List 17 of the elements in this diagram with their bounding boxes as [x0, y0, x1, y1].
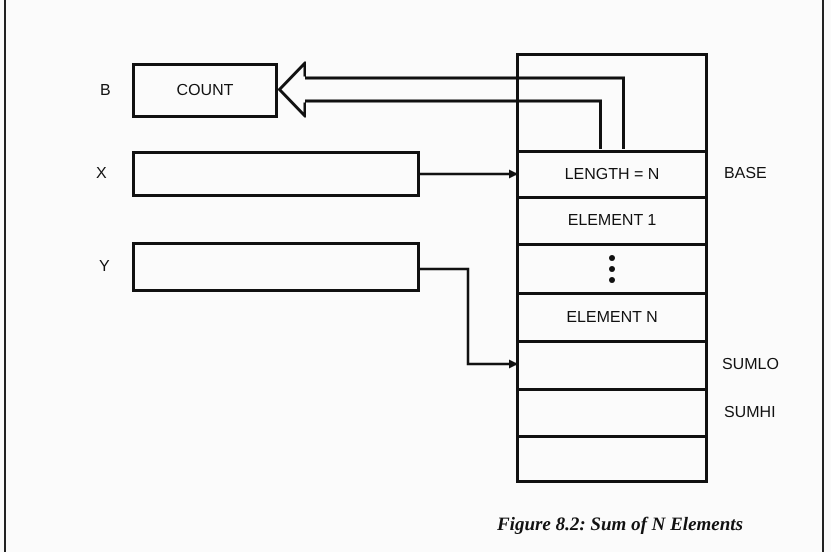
register-label: X	[96, 165, 107, 183]
register-label: B	[100, 82, 111, 100]
register-box	[132, 63, 278, 118]
register-label: Y	[99, 258, 110, 276]
register-label: SUMLO	[722, 356, 779, 374]
register-label: BASE	[724, 165, 767, 183]
cell-text: LENGTH = N	[564, 166, 660, 184]
memory-table	[516, 53, 708, 483]
register-label: SUMHI	[724, 404, 776, 422]
register-box	[132, 151, 420, 197]
figure-caption: Figure 8.2: Sum of N Elements	[496, 514, 744, 536]
cell-text: ELEMENT N	[566, 308, 658, 326]
cell-text: ELEMENT 1	[568, 212, 656, 230]
arrow	[420, 170, 518, 178]
arrow	[420, 268, 518, 368]
register-box	[132, 242, 420, 292]
cell-text: COUNT	[176, 82, 234, 100]
